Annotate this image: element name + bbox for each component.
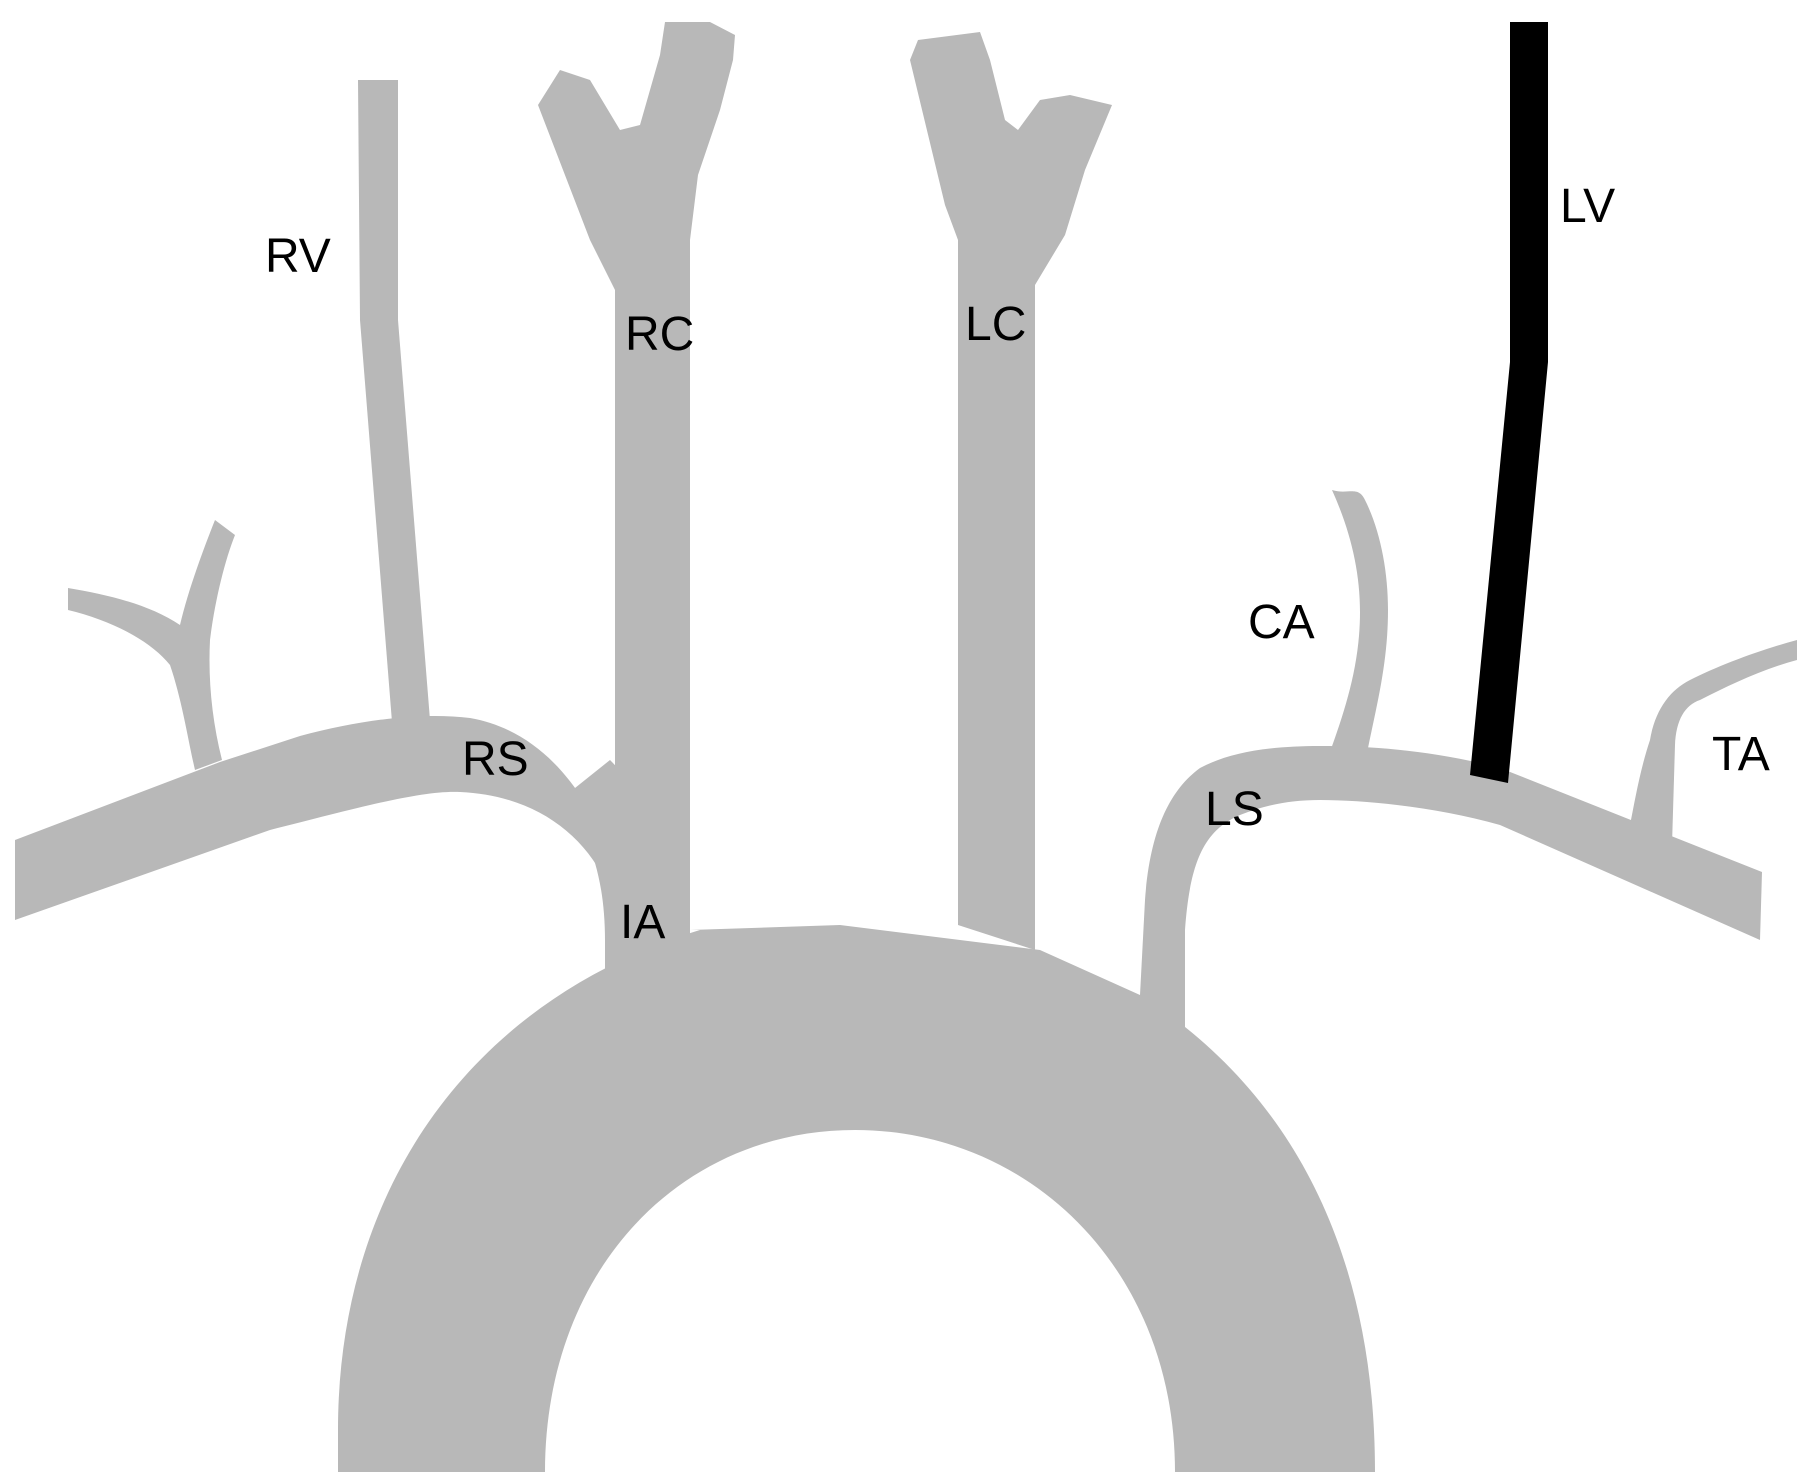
left-subclavian-artery	[1140, 746, 1762, 1035]
label-rv: RV	[265, 230, 331, 283]
label-rc: RC	[625, 308, 694, 361]
label-ta: TA	[1712, 728, 1770, 781]
label-lv: LV	[1560, 180, 1615, 233]
left-thoracic-branch	[1630, 640, 1797, 845]
left-carotid-branch	[1330, 490, 1388, 752]
label-lc: LC	[965, 298, 1026, 351]
label-ia: IA	[620, 896, 665, 949]
label-ls: LS	[1205, 783, 1264, 836]
aortic-arch	[338, 925, 1375, 1472]
right-costocervical-branch	[68, 520, 235, 770]
left-vertebral-artery	[1470, 22, 1548, 783]
label-ca: CA	[1248, 596, 1315, 649]
left-carotid-artery	[910, 32, 1112, 950]
right-subclavian-artery	[15, 716, 605, 920]
label-rs: RS	[462, 733, 529, 786]
right-vertebral-artery	[358, 80, 430, 722]
right-carotid-artery	[538, 22, 735, 940]
